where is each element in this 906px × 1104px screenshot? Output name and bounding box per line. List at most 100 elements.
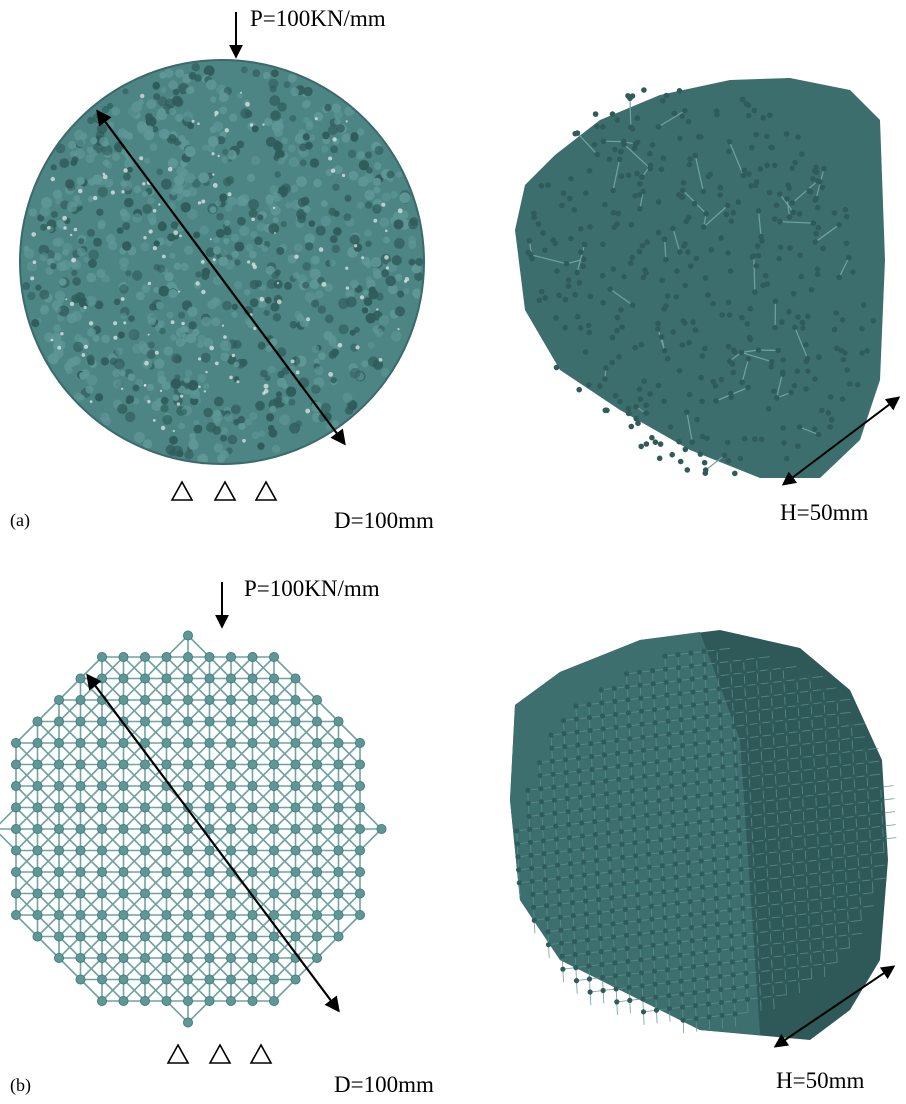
lattice-node: [225, 738, 236, 749]
lattice-node: [311, 802, 322, 813]
lattice-node: [354, 867, 365, 878]
lattice-node: [268, 824, 279, 835]
lattice-node: [161, 888, 172, 899]
lattice-node: [10, 802, 21, 813]
lattice-node: [139, 996, 150, 1007]
lattice-node: [32, 888, 43, 899]
lattice-node: [247, 673, 258, 684]
diameter-arrow: [96, 109, 346, 446]
lattice-node: [139, 910, 150, 921]
lattice-node: [268, 673, 279, 684]
lattice-node: [182, 824, 193, 835]
lattice-node: [118, 974, 129, 985]
lattice-node: [333, 781, 344, 792]
lattice-node: [161, 953, 172, 964]
lattice-node: [311, 910, 322, 921]
lattice-node: [204, 910, 215, 921]
load-label-b: P=100KN/mm: [244, 576, 380, 601]
lattice-node: [161, 695, 172, 706]
random-particle-cylinder-3d: [515, 78, 885, 478]
lattice-node: [182, 716, 193, 727]
lattice-node: [225, 673, 236, 684]
lattice-node: [97, 673, 108, 684]
lattice-node: [139, 716, 150, 727]
support-triangle: [213, 480, 237, 501]
lattice-node: [118, 738, 129, 749]
lattice-node: [75, 931, 86, 942]
lattice-node: [311, 716, 322, 727]
lattice-node: [182, 759, 193, 770]
lattice-node: [139, 802, 150, 813]
lattice-node: [161, 974, 172, 985]
lattice-node: [139, 824, 150, 835]
lattice-node: [311, 953, 322, 964]
lattice-node: [290, 695, 301, 706]
lattice-node: [204, 652, 215, 663]
lattice-node: [182, 845, 193, 856]
lattice-node: [32, 759, 43, 770]
lattice-node: [311, 695, 322, 706]
lattice-node: [204, 845, 215, 856]
lattice-node: [247, 781, 258, 792]
lattice-node: [333, 716, 344, 727]
lattice-node: [54, 738, 65, 749]
lattice-node: [376, 824, 387, 835]
lattice-node: [32, 910, 43, 921]
lattice-node: [204, 802, 215, 813]
height-arrow: [781, 396, 901, 486]
lattice-node: [182, 974, 193, 985]
lattice-node: [54, 695, 65, 706]
lattice-node: [268, 695, 279, 706]
lattice-node: [247, 824, 258, 835]
lattice-node: [268, 802, 279, 813]
lattice-node: [118, 888, 129, 899]
lattice-node: [290, 802, 301, 813]
lattice-node: [290, 673, 301, 684]
lattice-node: [225, 953, 236, 964]
lattice-node: [161, 910, 172, 921]
lattice-node: [333, 824, 344, 835]
lattice-node: [247, 867, 258, 878]
lattice-node: [32, 931, 43, 942]
lattice-node: [32, 845, 43, 856]
lattice-node: [54, 802, 65, 813]
lattice-node: [225, 802, 236, 813]
lattice-node: [118, 931, 129, 942]
lattice-node: [290, 845, 301, 856]
lattice-node: [354, 781, 365, 792]
lattice-node: [225, 888, 236, 899]
lattice-node: [182, 652, 193, 663]
lattice-node: [354, 738, 365, 749]
lattice-node: [118, 802, 129, 813]
lattice-node: [10, 888, 21, 899]
lattice-node: [139, 867, 150, 878]
lattice-node: [333, 738, 344, 749]
lattice-node: [268, 888, 279, 899]
lattice-node: [182, 931, 193, 942]
lattice-node: [311, 824, 322, 835]
lattice-node: [247, 716, 258, 727]
support-triangle: [254, 480, 278, 501]
lattice-node: [333, 931, 344, 942]
load-label-a: P=100KN/mm: [250, 6, 386, 31]
lattice-node: [75, 802, 86, 813]
support-triangle: [170, 480, 194, 501]
random-particle-disk-2d: [19, 59, 425, 465]
lattice-node: [97, 996, 108, 1007]
lattice-node: [97, 931, 108, 942]
lattice-node: [204, 953, 215, 964]
lattice-node: [225, 824, 236, 835]
lattice-node: [225, 716, 236, 727]
lattice-node: [75, 888, 86, 899]
lattice-node: [97, 953, 108, 964]
lattice-node: [333, 888, 344, 899]
lattice-node: [32, 781, 43, 792]
lattice-node: [290, 910, 301, 921]
lattice-node: [354, 910, 365, 921]
lattice-node: [139, 673, 150, 684]
lattice-node: [97, 716, 108, 727]
lattice-node: [311, 759, 322, 770]
lattice-node: [204, 673, 215, 684]
lattice-node: [204, 996, 215, 1007]
lattice-node: [333, 867, 344, 878]
